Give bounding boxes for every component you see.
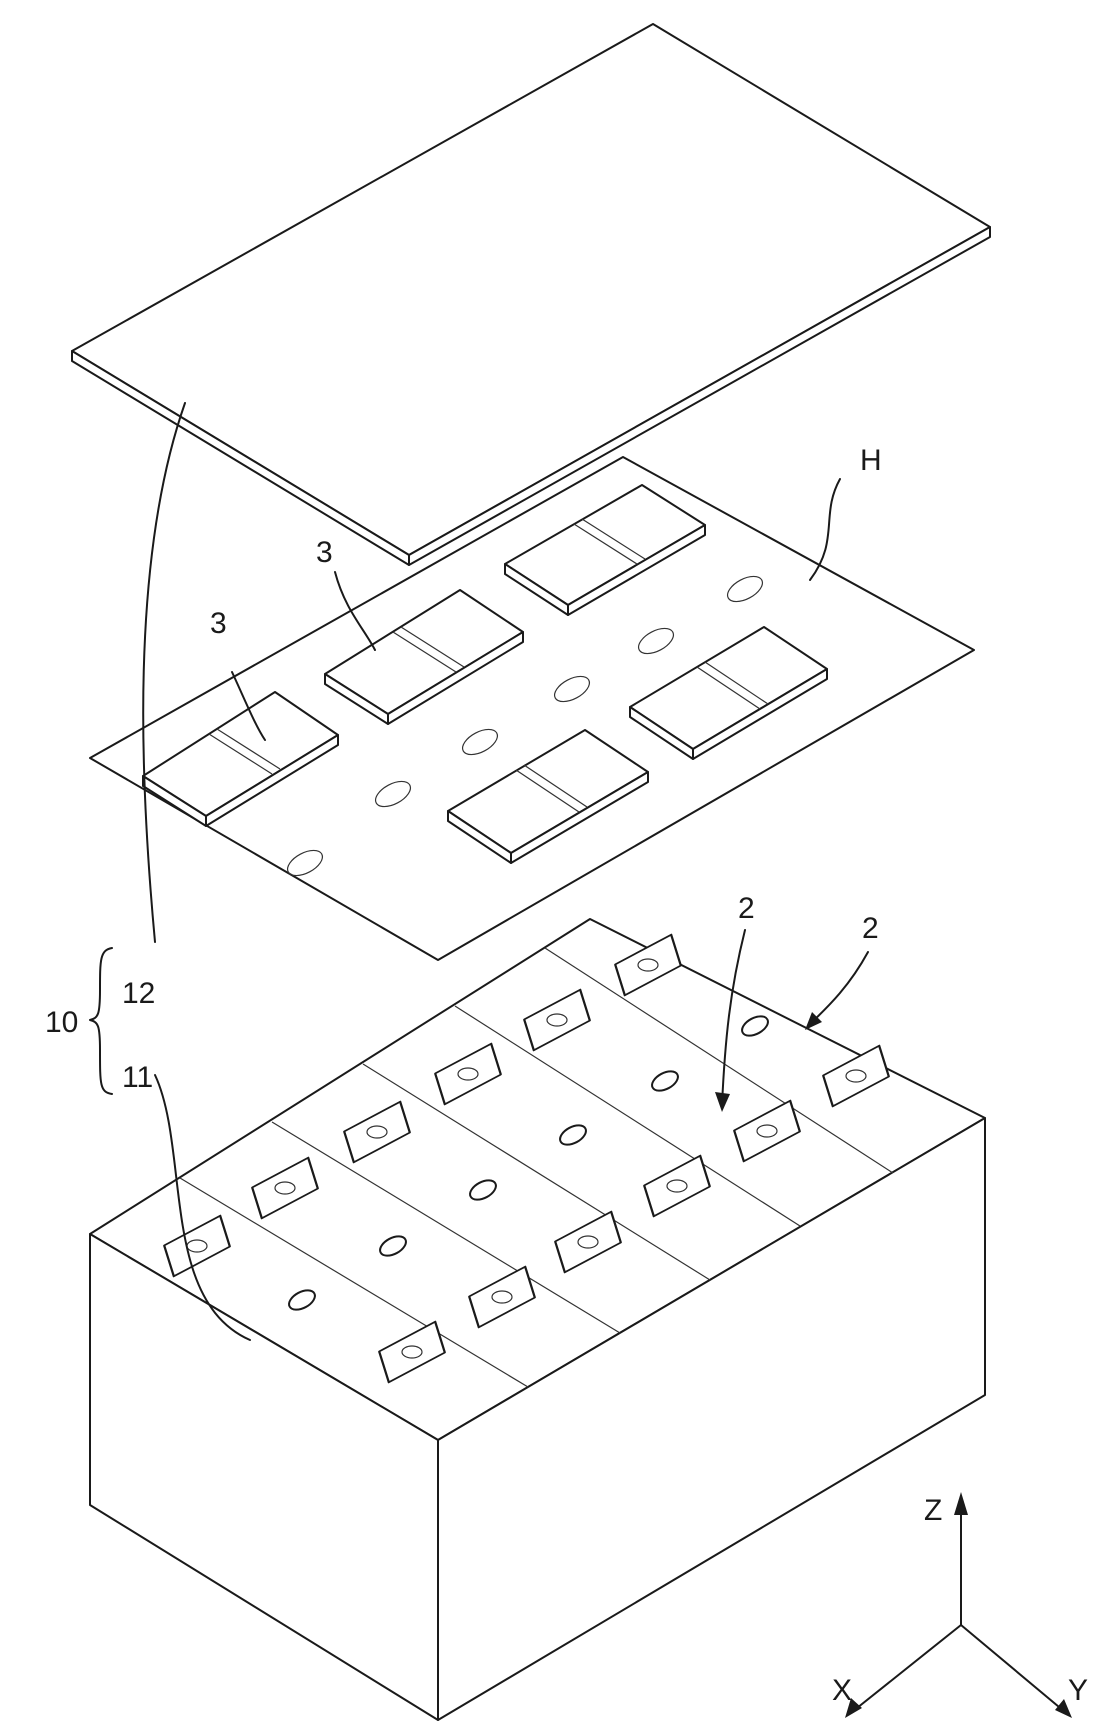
label-lower-11: 11: [122, 1061, 153, 1094]
label-assembly-10: 10: [45, 1006, 78, 1039]
pad: [505, 485, 705, 615]
assembly-brace: [90, 948, 112, 1094]
label-cell-2-a: 2: [738, 892, 755, 925]
pad: [448, 730, 648, 863]
axis-y-label: Y: [1068, 1674, 1088, 1707]
axis-x-label: X: [832, 1674, 852, 1707]
axis-z-label: Z: [924, 1494, 942, 1527]
label-upper-12: 12: [122, 977, 155, 1010]
label-h: H: [860, 444, 882, 477]
sheet-h: [90, 457, 974, 960]
top-cover-plate: [72, 24, 990, 565]
label-pad-3-a: 3: [316, 536, 333, 569]
label-pad-3-b: 3: [210, 607, 227, 640]
pad: [630, 627, 827, 759]
axis-indicator: Z X Y: [832, 1492, 1088, 1718]
pad: [325, 590, 523, 724]
battery-module: [90, 919, 985, 1720]
label-cell-2-b: 2: [862, 912, 879, 945]
thermal-pads: [143, 485, 827, 863]
